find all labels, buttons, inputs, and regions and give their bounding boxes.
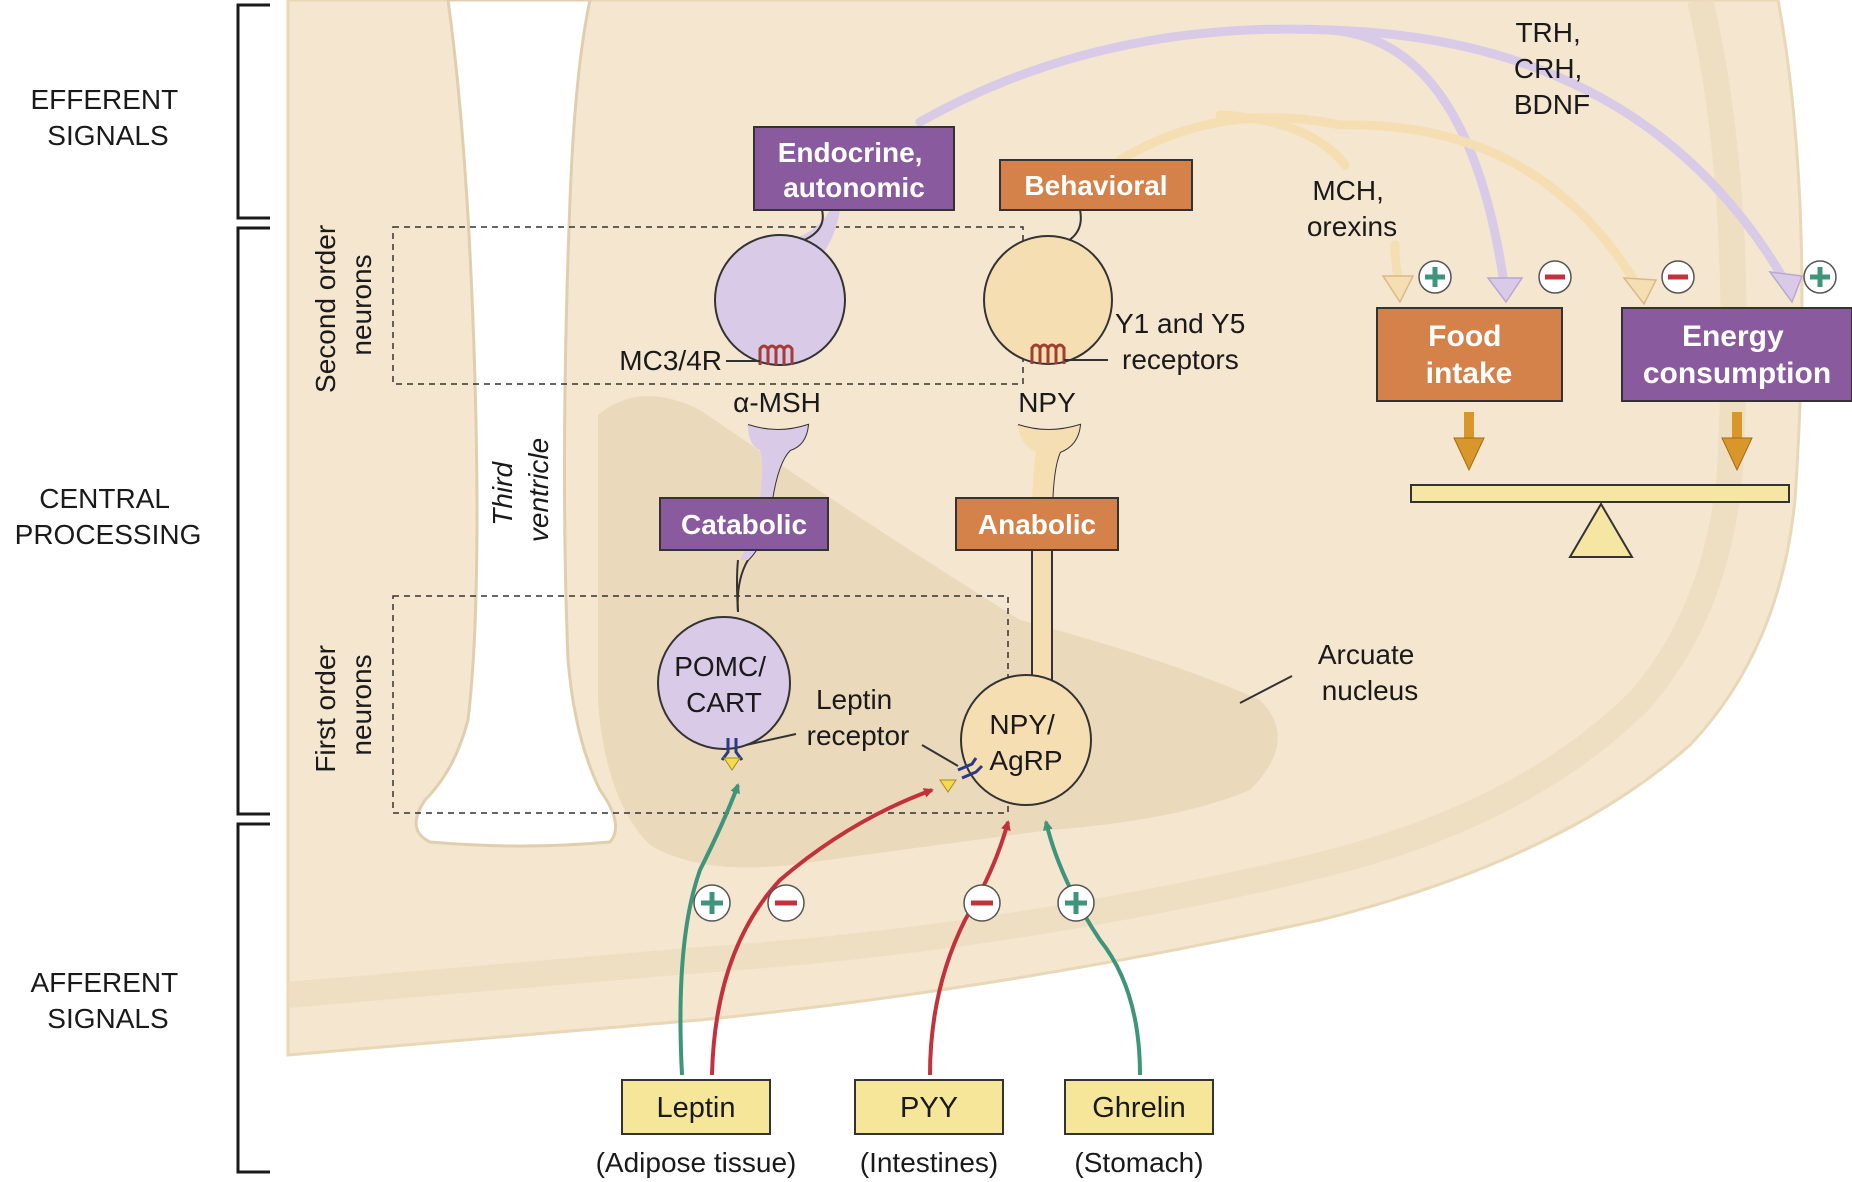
svg-text:Energy consumption: Energy consumption <box>1643 320 1831 390</box>
energy-balance-scale <box>1410 484 1790 558</box>
arcuate-nucleus-label: Arcuate nucleus <box>1318 639 1422 706</box>
y1y5-label: Y1 and Y5 receptors <box>1115 308 1253 375</box>
food-intake-box: Food intake <box>1376 307 1563 402</box>
leptin-receptor-npy-icon <box>939 757 984 793</box>
leptin-source-label: (Adipose tissue) <box>596 1147 797 1178</box>
mc34r-label: MC3/4R <box>619 345 722 376</box>
pyy-to-npy-arrow <box>928 820 1011 1076</box>
energy-minus-sign <box>1661 260 1695 294</box>
endocrine-efferent-arrowheads <box>1486 271 1804 304</box>
second-order-neurons-label: Second order neurons <box>310 217 377 393</box>
pyy-minus-sign <box>963 884 1001 922</box>
mc34r-receptor-icon <box>758 344 794 365</box>
leptin-to-pomc-arrow <box>678 783 740 1076</box>
ghrelin-source-label: (Stomach) <box>1074 1147 1203 1178</box>
behavioral-box: Behavioral <box>999 159 1193 211</box>
leptin-receptor-leader-2 <box>921 744 959 767</box>
energy-consumption-box: Energy consumption <box>1621 307 1852 402</box>
svg-text:Leptin: Leptin <box>656 1092 735 1124</box>
alpha-msh-label: α-MSH <box>733 387 821 418</box>
food-intake-down-arrow <box>1453 412 1485 472</box>
bracket-efferent <box>236 3 270 220</box>
central-processing-label: CENTRAL PROCESSING <box>15 483 202 550</box>
third-ventricle-label: Third ventricle <box>487 438 554 542</box>
leptin-receptor-label: Leptin receptor <box>807 684 910 751</box>
third-ventricle <box>414 0 618 848</box>
bracket-central <box>236 226 270 816</box>
food-intake-minus-sign <box>1538 260 1572 294</box>
energy-plus-sign <box>1803 260 1837 294</box>
food-intake-plus-sign <box>1418 260 1452 294</box>
svg-text:Food intake: Food intake <box>1426 320 1513 390</box>
energy-down-arrow <box>1721 412 1753 472</box>
ghrelin-plus-sign <box>1057 884 1095 922</box>
first-order-neurons-label: First order neurons <box>310 637 377 772</box>
pomc-cart-label: POMC/ CART <box>674 651 774 718</box>
leptin-receptor-leader-1 <box>745 733 797 746</box>
ghrelin-to-npy-arrow <box>1043 820 1142 1076</box>
npy-transmitter-label: NPY <box>1018 387 1076 418</box>
anabolic-box: Anabolic <box>955 497 1119 551</box>
svg-text:Catabolic: Catabolic <box>681 509 807 540</box>
y1y5-receptor-icon <box>1030 343 1066 364</box>
svg-text:Anabolic: Anabolic <box>978 509 1096 540</box>
svg-text:Endocrine, autonomic: Endocrine, autonomic <box>778 137 930 203</box>
mch-orexins-label: MCH, orexins <box>1307 175 1397 242</box>
afferent-signals-label: AFFERENT SIGNALS <box>30 967 185 1034</box>
leptin-npy-minus-sign <box>767 884 805 922</box>
svg-text:Ghrelin: Ghrelin <box>1092 1092 1186 1124</box>
efferent-signals-label: EFFERENT SIGNALS <box>30 84 185 151</box>
arcuate-leader <box>1239 675 1293 704</box>
behavioral-efferent-arrowheads <box>1381 275 1658 306</box>
catabolic-box: Catabolic <box>659 497 829 551</box>
ghrelin-box: Ghrelin <box>1064 1079 1214 1135</box>
pyy-source-label: (Intestines) <box>860 1147 999 1178</box>
leptin-to-npy-arrow <box>710 788 934 1076</box>
svg-text:Behavioral: Behavioral <box>1024 170 1167 201</box>
npy-agrp-label: NPY/ AgRP <box>989 709 1062 776</box>
svg-text:PYY: PYY <box>900 1092 958 1124</box>
bracket-afferent <box>236 822 270 1174</box>
first-order-frame <box>392 595 1009 814</box>
pyy-box: PYY <box>854 1079 1004 1135</box>
hypothalamus-inner-edge <box>286 0 1747 1008</box>
endocrine-autonomic-box: Endocrine, autonomic <box>753 126 955 211</box>
endocrine-efferent-arrows <box>915 24 1795 295</box>
leptin-receptor-pomc-icon <box>720 738 744 771</box>
second-order-anabolic-neuron <box>983 209 1113 365</box>
second-order-catabolic-neuron <box>714 209 846 366</box>
trh-crh-bdnf-label: TRH, CRH, BDNF <box>1514 17 1590 120</box>
pomc-cart-neuron <box>657 559 791 750</box>
leptin-pomc-plus-sign <box>693 884 731 922</box>
leptin-box: Leptin <box>621 1079 771 1135</box>
npy-agrp-neuron <box>960 674 1092 806</box>
